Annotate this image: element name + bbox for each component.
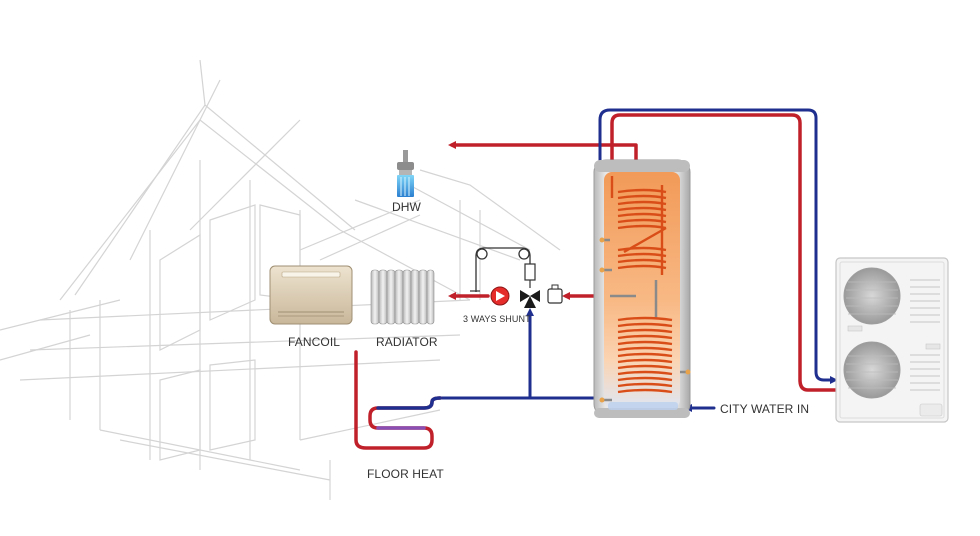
shunt-label: 3 WAYS SHUNT bbox=[463, 314, 531, 324]
fancoil-label: FANCOIL bbox=[288, 335, 341, 349]
storage-tank-icon bbox=[593, 159, 691, 418]
dhw-supply-pipe bbox=[448, 141, 638, 162]
heatpump-supply-pipe bbox=[806, 115, 835, 380]
three-way-valve-icon bbox=[520, 290, 540, 308]
floor-heat-label: FLOOR HEAT bbox=[367, 467, 444, 481]
check-valve-icon bbox=[547, 284, 563, 304]
floor-heat-loop bbox=[354, 350, 442, 450]
heatpump-return-pipe bbox=[610, 113, 838, 392]
dhw-label: DHW bbox=[392, 200, 421, 214]
pipes bbox=[354, 108, 838, 450]
city-water-label: CITY WATER IN bbox=[720, 402, 810, 416]
pump-icon bbox=[490, 286, 510, 306]
heatpump-cold-pipe bbox=[598, 108, 838, 384]
dhw-faucet-icon bbox=[397, 150, 414, 197]
radiator-icon bbox=[370, 269, 435, 325]
radiator-label: RADIATOR bbox=[376, 335, 438, 349]
shunt-assembly bbox=[470, 247, 536, 292]
fancoil-icon bbox=[269, 265, 353, 325]
heat-pump-outdoor-unit-icon bbox=[835, 257, 949, 423]
